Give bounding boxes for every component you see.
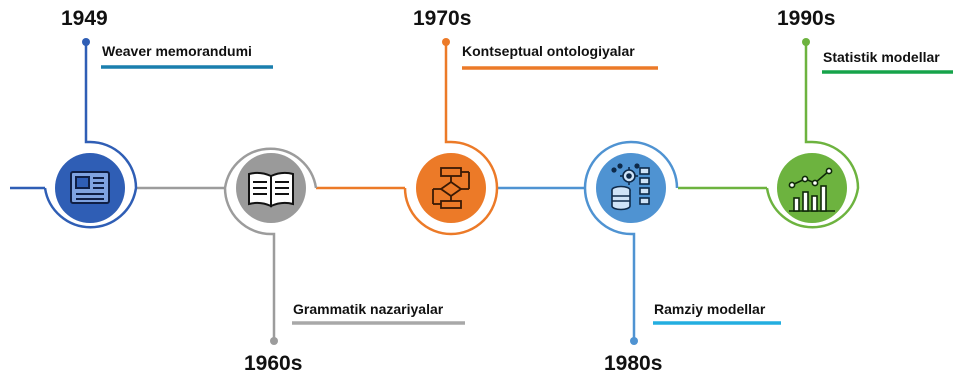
milestone-5-ring <box>765 42 860 229</box>
milestone-2-ring <box>223 147 318 341</box>
book-icon <box>248 171 294 208</box>
milestone-5-year: 1990s <box>777 7 836 30</box>
milestone-1-ring <box>43 42 138 229</box>
milestone-4-ring <box>583 140 679 341</box>
milestone-3-disc <box>416 153 486 223</box>
milestone-4-dot <box>630 337 638 345</box>
database-gear-icon <box>611 163 650 211</box>
bar-chart-icon <box>788 167 835 212</box>
milestone-1-dot <box>82 38 90 46</box>
milestone-3-ring <box>403 42 499 236</box>
milestone-2-dot <box>270 337 278 345</box>
milestone-1-label: Weaver memorandumi <box>102 43 252 59</box>
milestone-3-year: 1970s <box>413 7 472 30</box>
milestone-5-dot <box>802 38 810 46</box>
milestone-2-year: 1960s <box>244 352 303 375</box>
milestone-5-disc <box>777 153 847 223</box>
milestone-4-disc <box>596 153 666 223</box>
milestone-3-dot <box>442 38 450 46</box>
flowchart-icon <box>432 167 470 209</box>
document-icon <box>70 171 110 204</box>
milestone-4-label: Ramziy modellar <box>654 301 766 317</box>
milestone-2-label: Grammatik nazariyalar <box>293 301 444 317</box>
milestone-4-year: 1980s <box>604 352 663 375</box>
milestone-5-label: Statistik modellar <box>823 49 940 65</box>
milestone-1-year: 1949 <box>61 7 108 30</box>
milestone-3-label: Kontseptual ontologiyalar <box>462 43 635 59</box>
